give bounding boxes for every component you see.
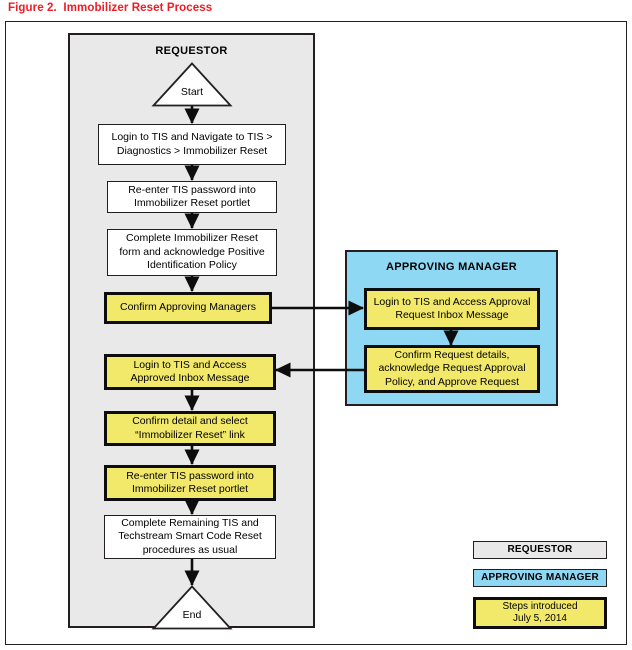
- requestor-step-4[interactable]: Confirm Approving Managers: [104, 292, 272, 324]
- figure-title: Figure 2. Immobilizer Reset Process: [8, 2, 213, 14]
- legend-item-requestor: REQUESTOR: [473, 541, 607, 559]
- approving-manager-step-2[interactable]: Confirm Request details, acknowledge Req…: [364, 345, 540, 393]
- requestor-step-7[interactable]: Re-enter TIS password into Immobilizer R…: [104, 465, 276, 501]
- end-triangle-icon: [151, 585, 233, 630]
- legend-item-approving-manager: APPROVING MANAGER: [473, 569, 607, 587]
- requestor-step-1[interactable]: Login to TIS and Navigate to TIS > Diagn…: [98, 124, 286, 165]
- end-label: End: [182, 609, 202, 621]
- requestor-step-2[interactable]: Re-enter TIS password into Immobilizer R…: [107, 181, 277, 213]
- swimlane-requestor-title: REQUESTOR: [155, 45, 228, 57]
- requestor-step-5[interactable]: Login to TIS and Access Approved Inbox M…: [104, 354, 276, 390]
- start-triangle-icon: [151, 62, 233, 107]
- swimlane-approving-manager-title: APPROVING MANAGER: [386, 261, 517, 273]
- requestor-step-3[interactable]: Complete Immobilizer Reset form and ackn…: [107, 229, 277, 276]
- approving-manager-step-1[interactable]: Login to TIS and Access Approval Request…: [364, 288, 540, 330]
- legend-item-new-steps: Steps introduced July 5, 2014: [473, 597, 607, 629]
- start-label: Start: [180, 86, 204, 98]
- requestor-step-8[interactable]: Complete Remaining TIS and Techstream Sm…: [104, 515, 276, 559]
- requestor-step-6[interactable]: Confirm detail and select “Immobilizer R…: [104, 411, 276, 446]
